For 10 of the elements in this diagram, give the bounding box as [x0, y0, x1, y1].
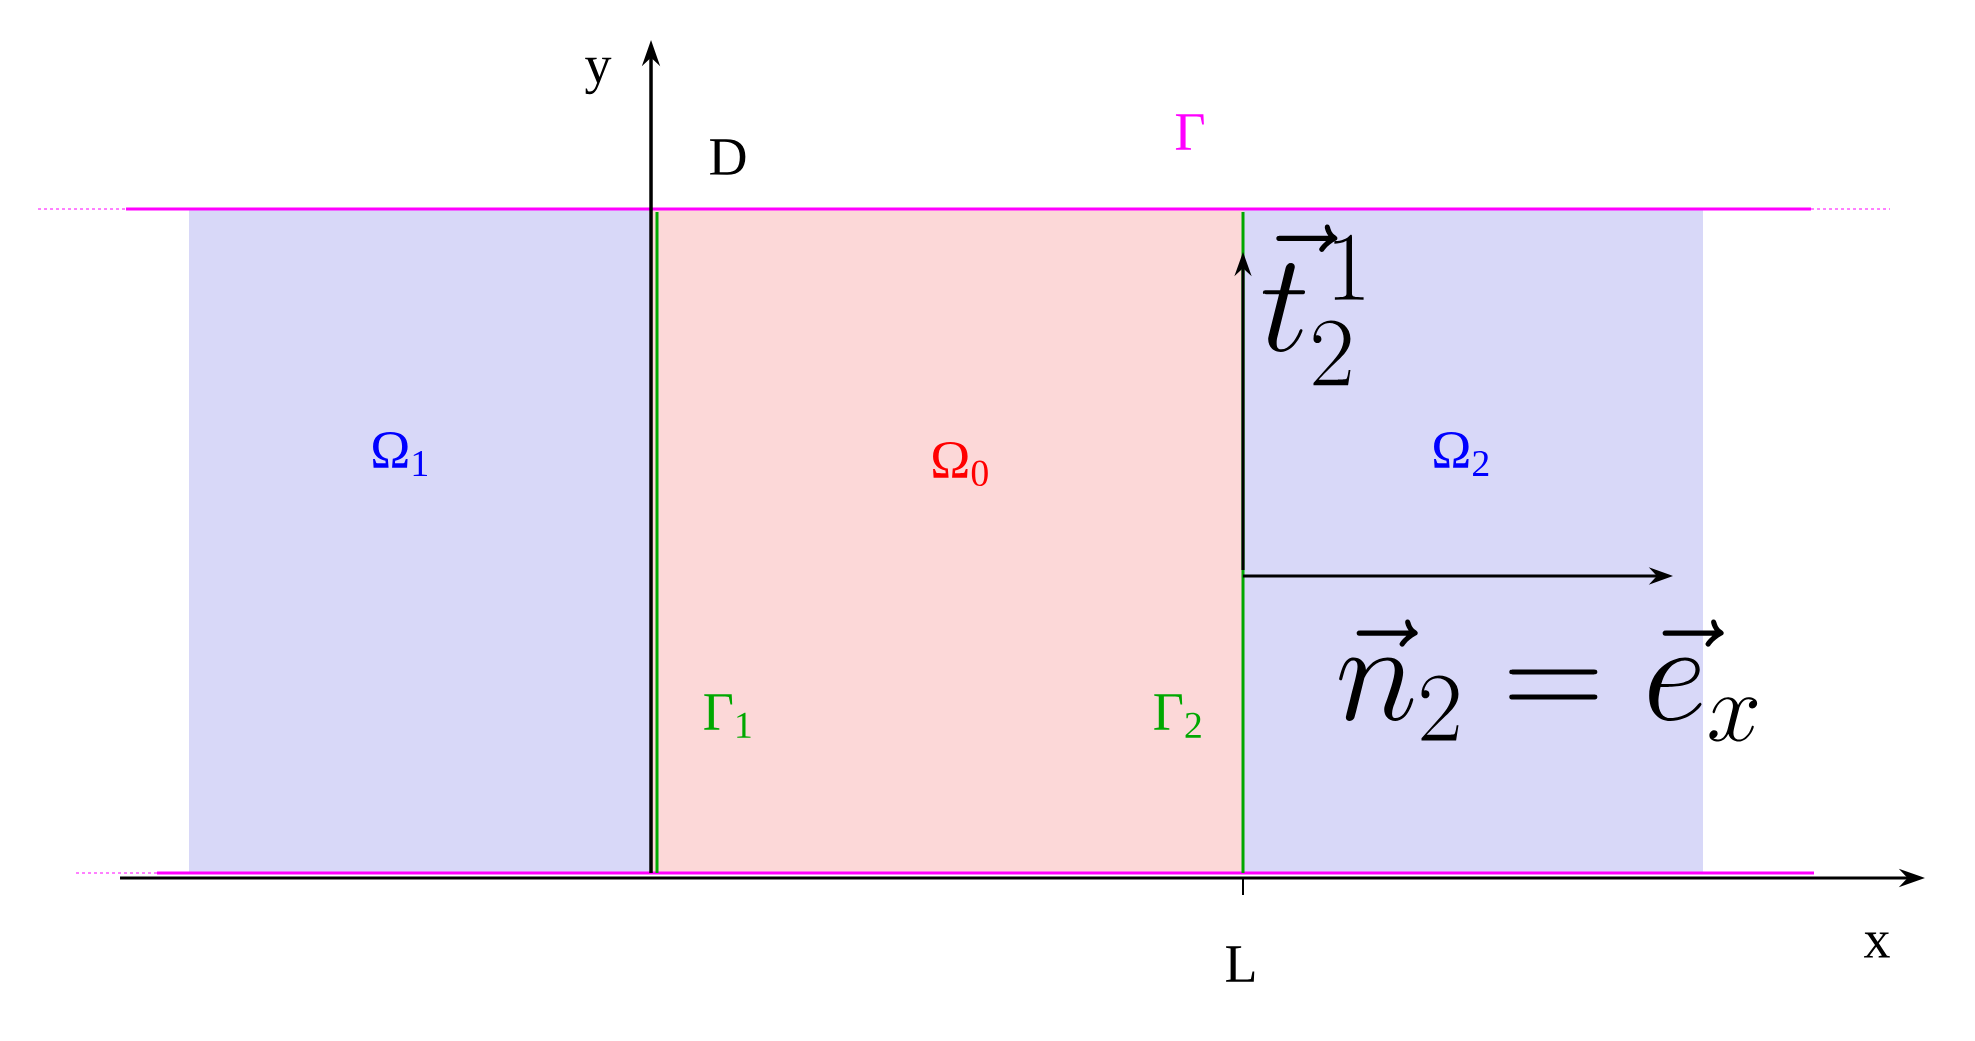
axis-label: x [1864, 932, 1890, 958]
vector-label: $\vec{t}_{2}^{\,1}$ [1262, 224, 1364, 386]
boundary-label: Γ [1175, 114, 1204, 150]
boundary-label: Γ$_{2}$ [1154, 694, 1201, 738]
dimension-label: D [710, 139, 746, 175]
vector-label: $\vec{n}_{2}=\vec{e}_{x}$ [1339, 619, 1758, 742]
domain-region: Ω$_{1}$ [189, 209, 651, 873]
boundary-label: Γ$_{1}$ [704, 694, 751, 738]
dimension-label: L [1226, 946, 1255, 982]
axis-label: y [585, 57, 612, 95]
